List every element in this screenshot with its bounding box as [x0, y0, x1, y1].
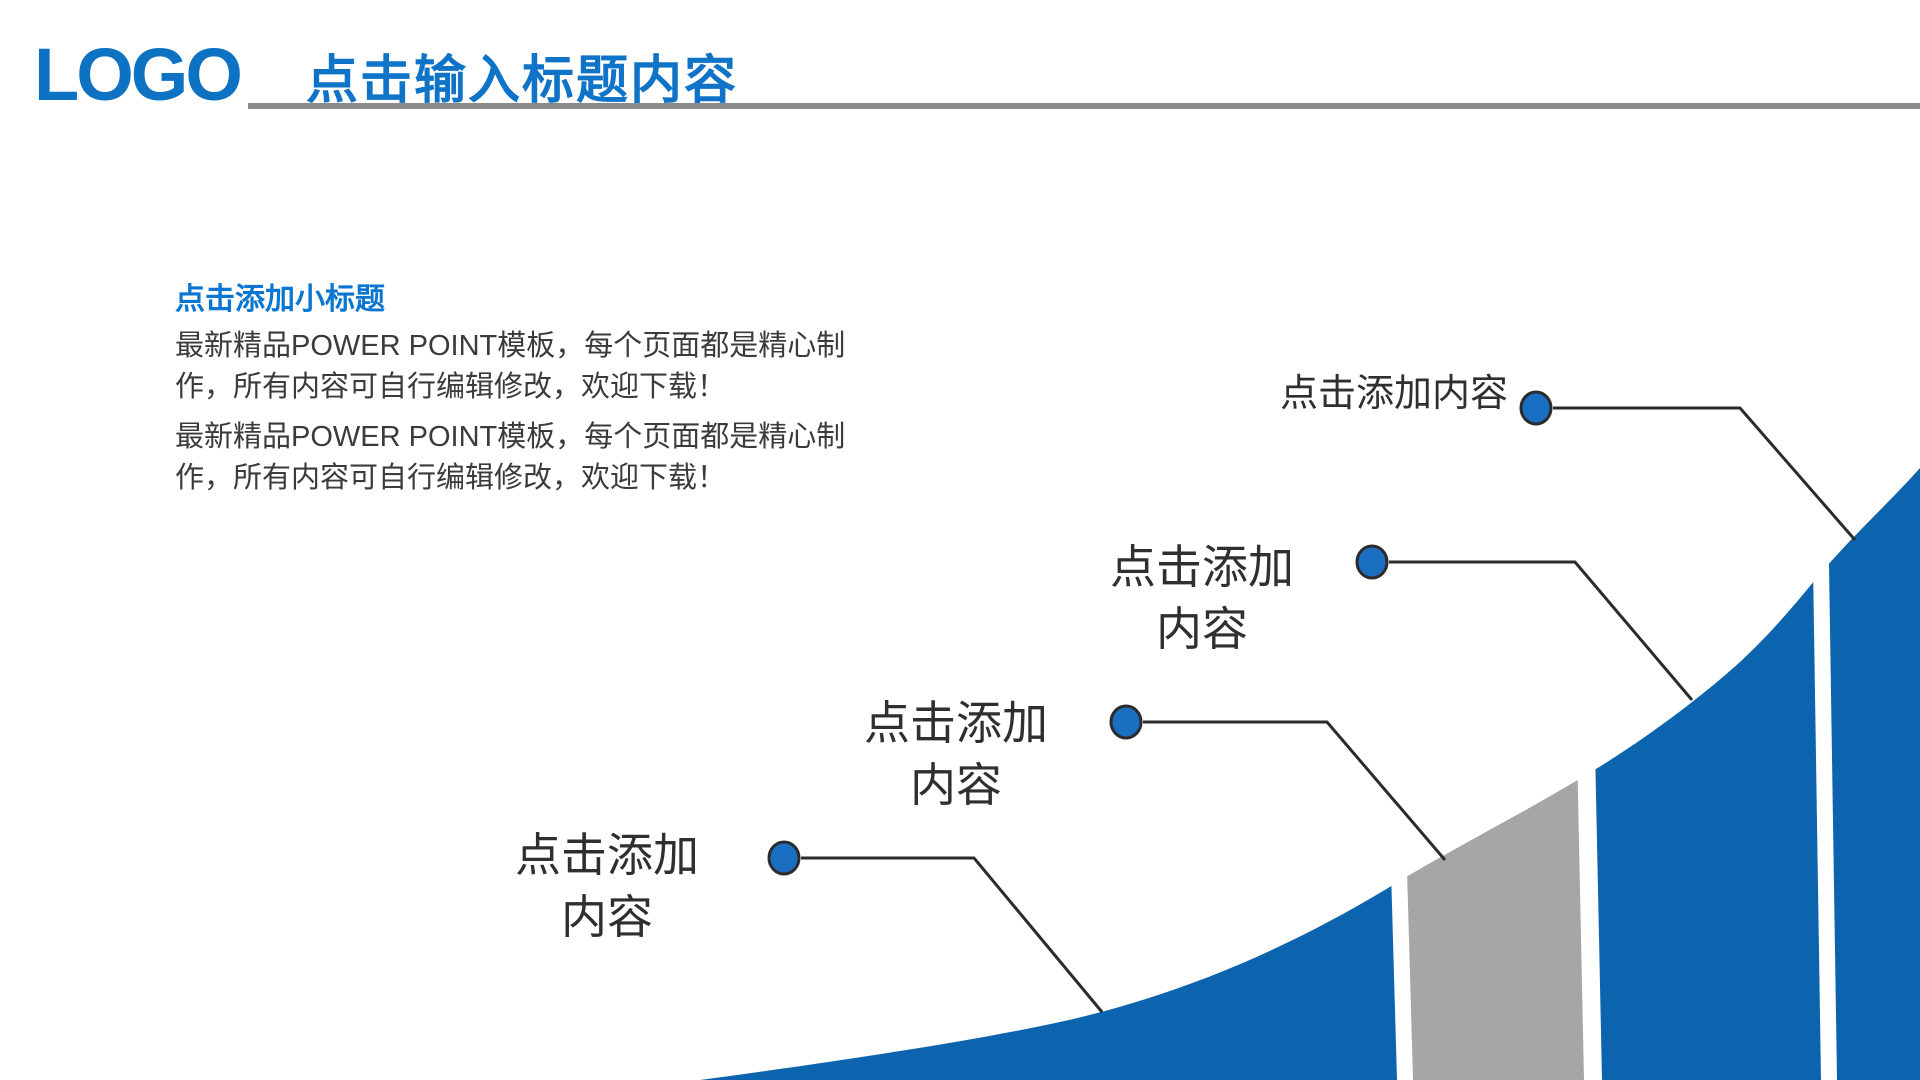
- intro-p1-line2: 作，所有内容可自行编辑修改，欢迎下载！: [175, 371, 727, 403]
- segment-divider-2: [1576, 700, 1602, 1080]
- intro-paragraph-2[interactable]: 最新精品POWER POINT模板，每个页面都是精心制作，所有内容可自行编辑修改…: [175, 417, 1035, 499]
- callout-a-line1: 点击添加内容: [1279, 373, 1508, 415]
- intro-p2-line2: 作，所有内容可自行编辑修改，欢迎下载！: [175, 462, 727, 494]
- callout-c-label[interactable]: 点击添加 内容: [746, 692, 1166, 816]
- callout-d-dot: [767, 840, 801, 876]
- segment-divider-3: [1812, 500, 1837, 1080]
- intro-p2-line1: 最新精品POWER POINT模板，每个页面都是精心制: [175, 421, 846, 453]
- callout-d-connector: [801, 856, 1104, 1013]
- intro-p1-line1: 最新精品POWER POINT模板，每个页面都是精心制: [175, 330, 846, 362]
- callout-a-connector: [1553, 406, 1857, 541]
- callout-b-dot: [1355, 544, 1389, 580]
- callout-c-line1: 点击添加: [864, 697, 1048, 749]
- callout-b-line1: 点击添加: [1110, 541, 1294, 593]
- callout-c-dot: [1109, 704, 1143, 740]
- callout-b-label[interactable]: 点击添加 内容: [992, 536, 1412, 660]
- title-underline: [248, 103, 1920, 109]
- callout-a-label[interactable]: 点击添加内容: [1150, 372, 1508, 416]
- curve-area-shape: [700, 468, 1920, 1080]
- logo-text: LOGO: [34, 33, 243, 116]
- callout-d-line1: 点击添加: [515, 829, 699, 881]
- callout-d-line2: 内容: [561, 891, 653, 943]
- callout-c-line2: 内容: [910, 759, 1002, 811]
- callout-a-dot: [1519, 390, 1553, 426]
- callout-d-label[interactable]: 点击添加 内容: [397, 824, 817, 948]
- callout-b-line2: 内容: [1156, 603, 1248, 655]
- intro-paragraph-1[interactable]: 最新精品POWER POINT模板，每个页面都是精心制作，所有内容可自行编辑修改…: [175, 326, 1035, 408]
- segment-divider-1: [1389, 800, 1413, 1080]
- callout-b-connector: [1389, 560, 1694, 701]
- intro-paragraphs[interactable]: 最新精品POWER POINT模板，每个页面都是精心制作，所有内容可自行编辑修改…: [175, 326, 1035, 499]
- gray-segment-shape: [1392, 600, 1594, 1080]
- section-subtitle[interactable]: 点击添加小标题: [175, 283, 385, 316]
- slide-title[interactable]: 点击输入标题内容: [306, 52, 739, 110]
- callout-c-connector: [1143, 720, 1447, 861]
